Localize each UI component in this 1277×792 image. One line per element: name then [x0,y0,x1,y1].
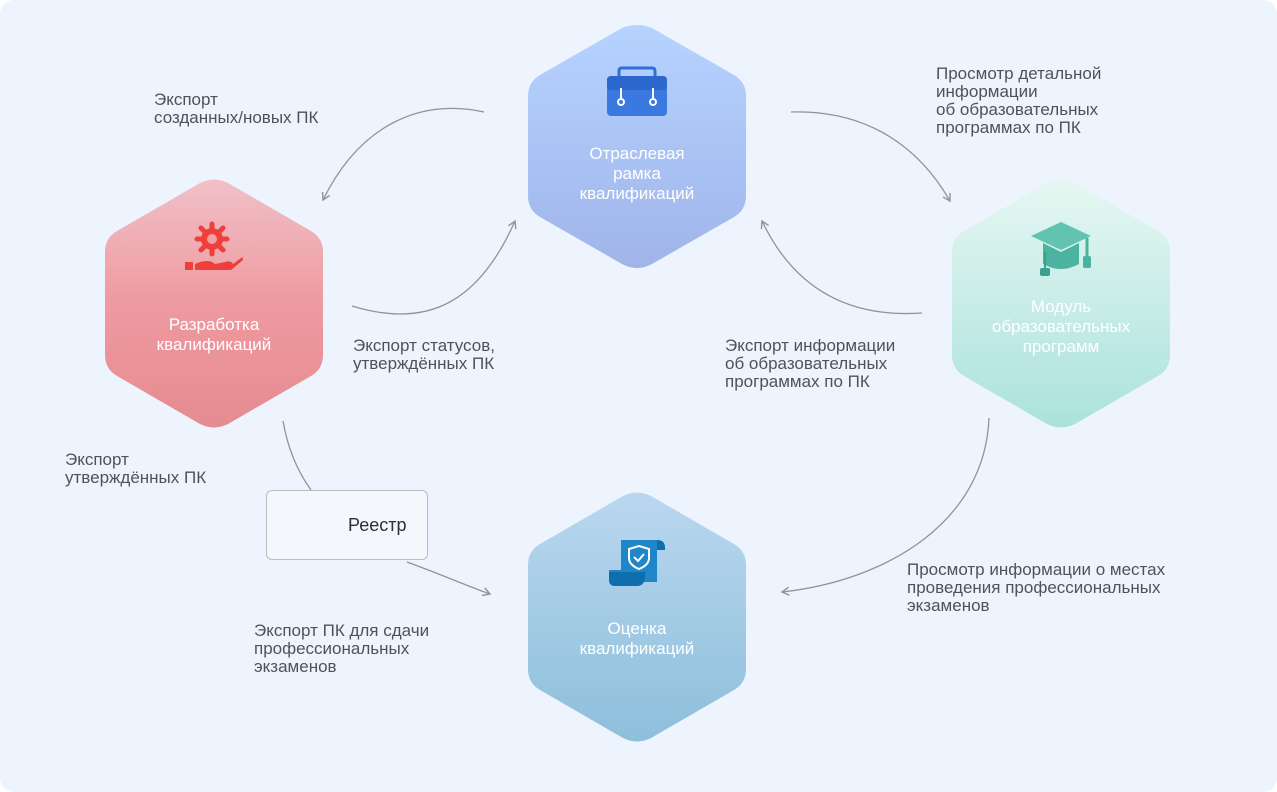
arrow-development-to-registry [282,420,312,491]
certificate-scroll-icon [609,540,665,586]
edge-label-export-for-exams: Экспорт ПК для сдачи профессиональных эк… [254,621,430,676]
hex-development [105,179,323,428]
graduation-cap-icon [1031,222,1091,276]
arrow-industry-to-development [321,107,485,202]
hex-education [952,179,1170,428]
edge-label-view-exam-places: Просмотр информации о местах проведения … [907,560,1166,615]
node-development-label: Разработка квалификаций [156,315,272,354]
node-industry-label: Отраслевая рамка квалификаций [579,144,695,203]
registry-box: Реестр [266,490,428,560]
edge-label-export-approved: Экспорт утверждённых ПК [65,450,207,487]
briefcase-icon [607,66,667,116]
arrow-registry-to-assessment [406,561,492,597]
edge-label-export-statuses: Экспорт статусов, утверждённых ПК [353,336,495,373]
gear-hand-icon [185,221,243,270]
hex-industry [528,25,746,268]
node-education-label: Модуль образовательных программ [991,297,1131,356]
arrow-education-to-assessment [780,417,990,596]
arrow-education-to-industry [760,219,923,315]
edge-label-view-details: Просмотр детальной информации об образов… [936,64,1102,137]
registry-label: Реестр [348,515,407,535]
edge-label-export-edu-info: Экспорт информации об образовательных пр… [725,336,896,391]
arrow-development-to-industry [351,219,517,315]
node-assessment-label: Оценка квалификаций [579,619,695,658]
arrow-industry-to-education [790,111,951,203]
edge-label-export-new: Экспорт созданных/новых ПК [154,90,319,127]
hex-assessment [528,492,746,742]
